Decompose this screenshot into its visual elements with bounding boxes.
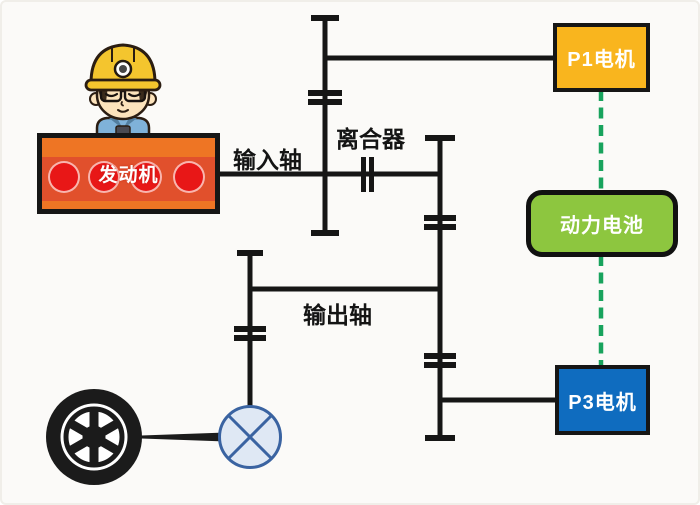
p1-motor-label: P1电机 xyxy=(567,49,636,71)
differential-cross xyxy=(227,414,273,460)
engine-cylinder xyxy=(48,161,80,193)
hard-hat-ridges xyxy=(111,47,135,62)
engine-cylinder xyxy=(173,161,205,193)
worker-eye-right xyxy=(127,92,142,98)
p1-motor-node: P1电机 xyxy=(553,23,650,92)
input-shaft-label: 输入轴 xyxy=(233,147,302,173)
wheel-icon xyxy=(46,389,142,485)
worker-avatar xyxy=(84,43,162,138)
worker-eye-left xyxy=(104,92,119,98)
wheel-hub xyxy=(82,425,106,449)
battery-node: 动力电池 xyxy=(526,190,678,257)
p3-motor-label: P3电机 xyxy=(568,391,637,414)
worker-nose xyxy=(120,101,124,107)
hard-hat-brim xyxy=(84,78,162,92)
engine-cylinder xyxy=(88,161,120,193)
engine-cylinder-band xyxy=(42,157,215,201)
engine-cylinder xyxy=(130,161,162,193)
clutch-label: 离合器 xyxy=(336,126,405,152)
p3-motor-node: P3电机 xyxy=(555,365,650,435)
battery-label: 动力电池 xyxy=(560,215,644,237)
differential-icon xyxy=(218,405,282,469)
output-shaft-label: 输出轴 xyxy=(303,302,372,328)
axle-line xyxy=(96,432,219,442)
worker-mouth xyxy=(117,109,129,113)
shaft-lines xyxy=(219,15,557,441)
engine-node: 发动机 xyxy=(37,133,220,214)
engine-label: 发动机 xyxy=(98,165,159,186)
head-lamp-lens xyxy=(119,65,127,73)
